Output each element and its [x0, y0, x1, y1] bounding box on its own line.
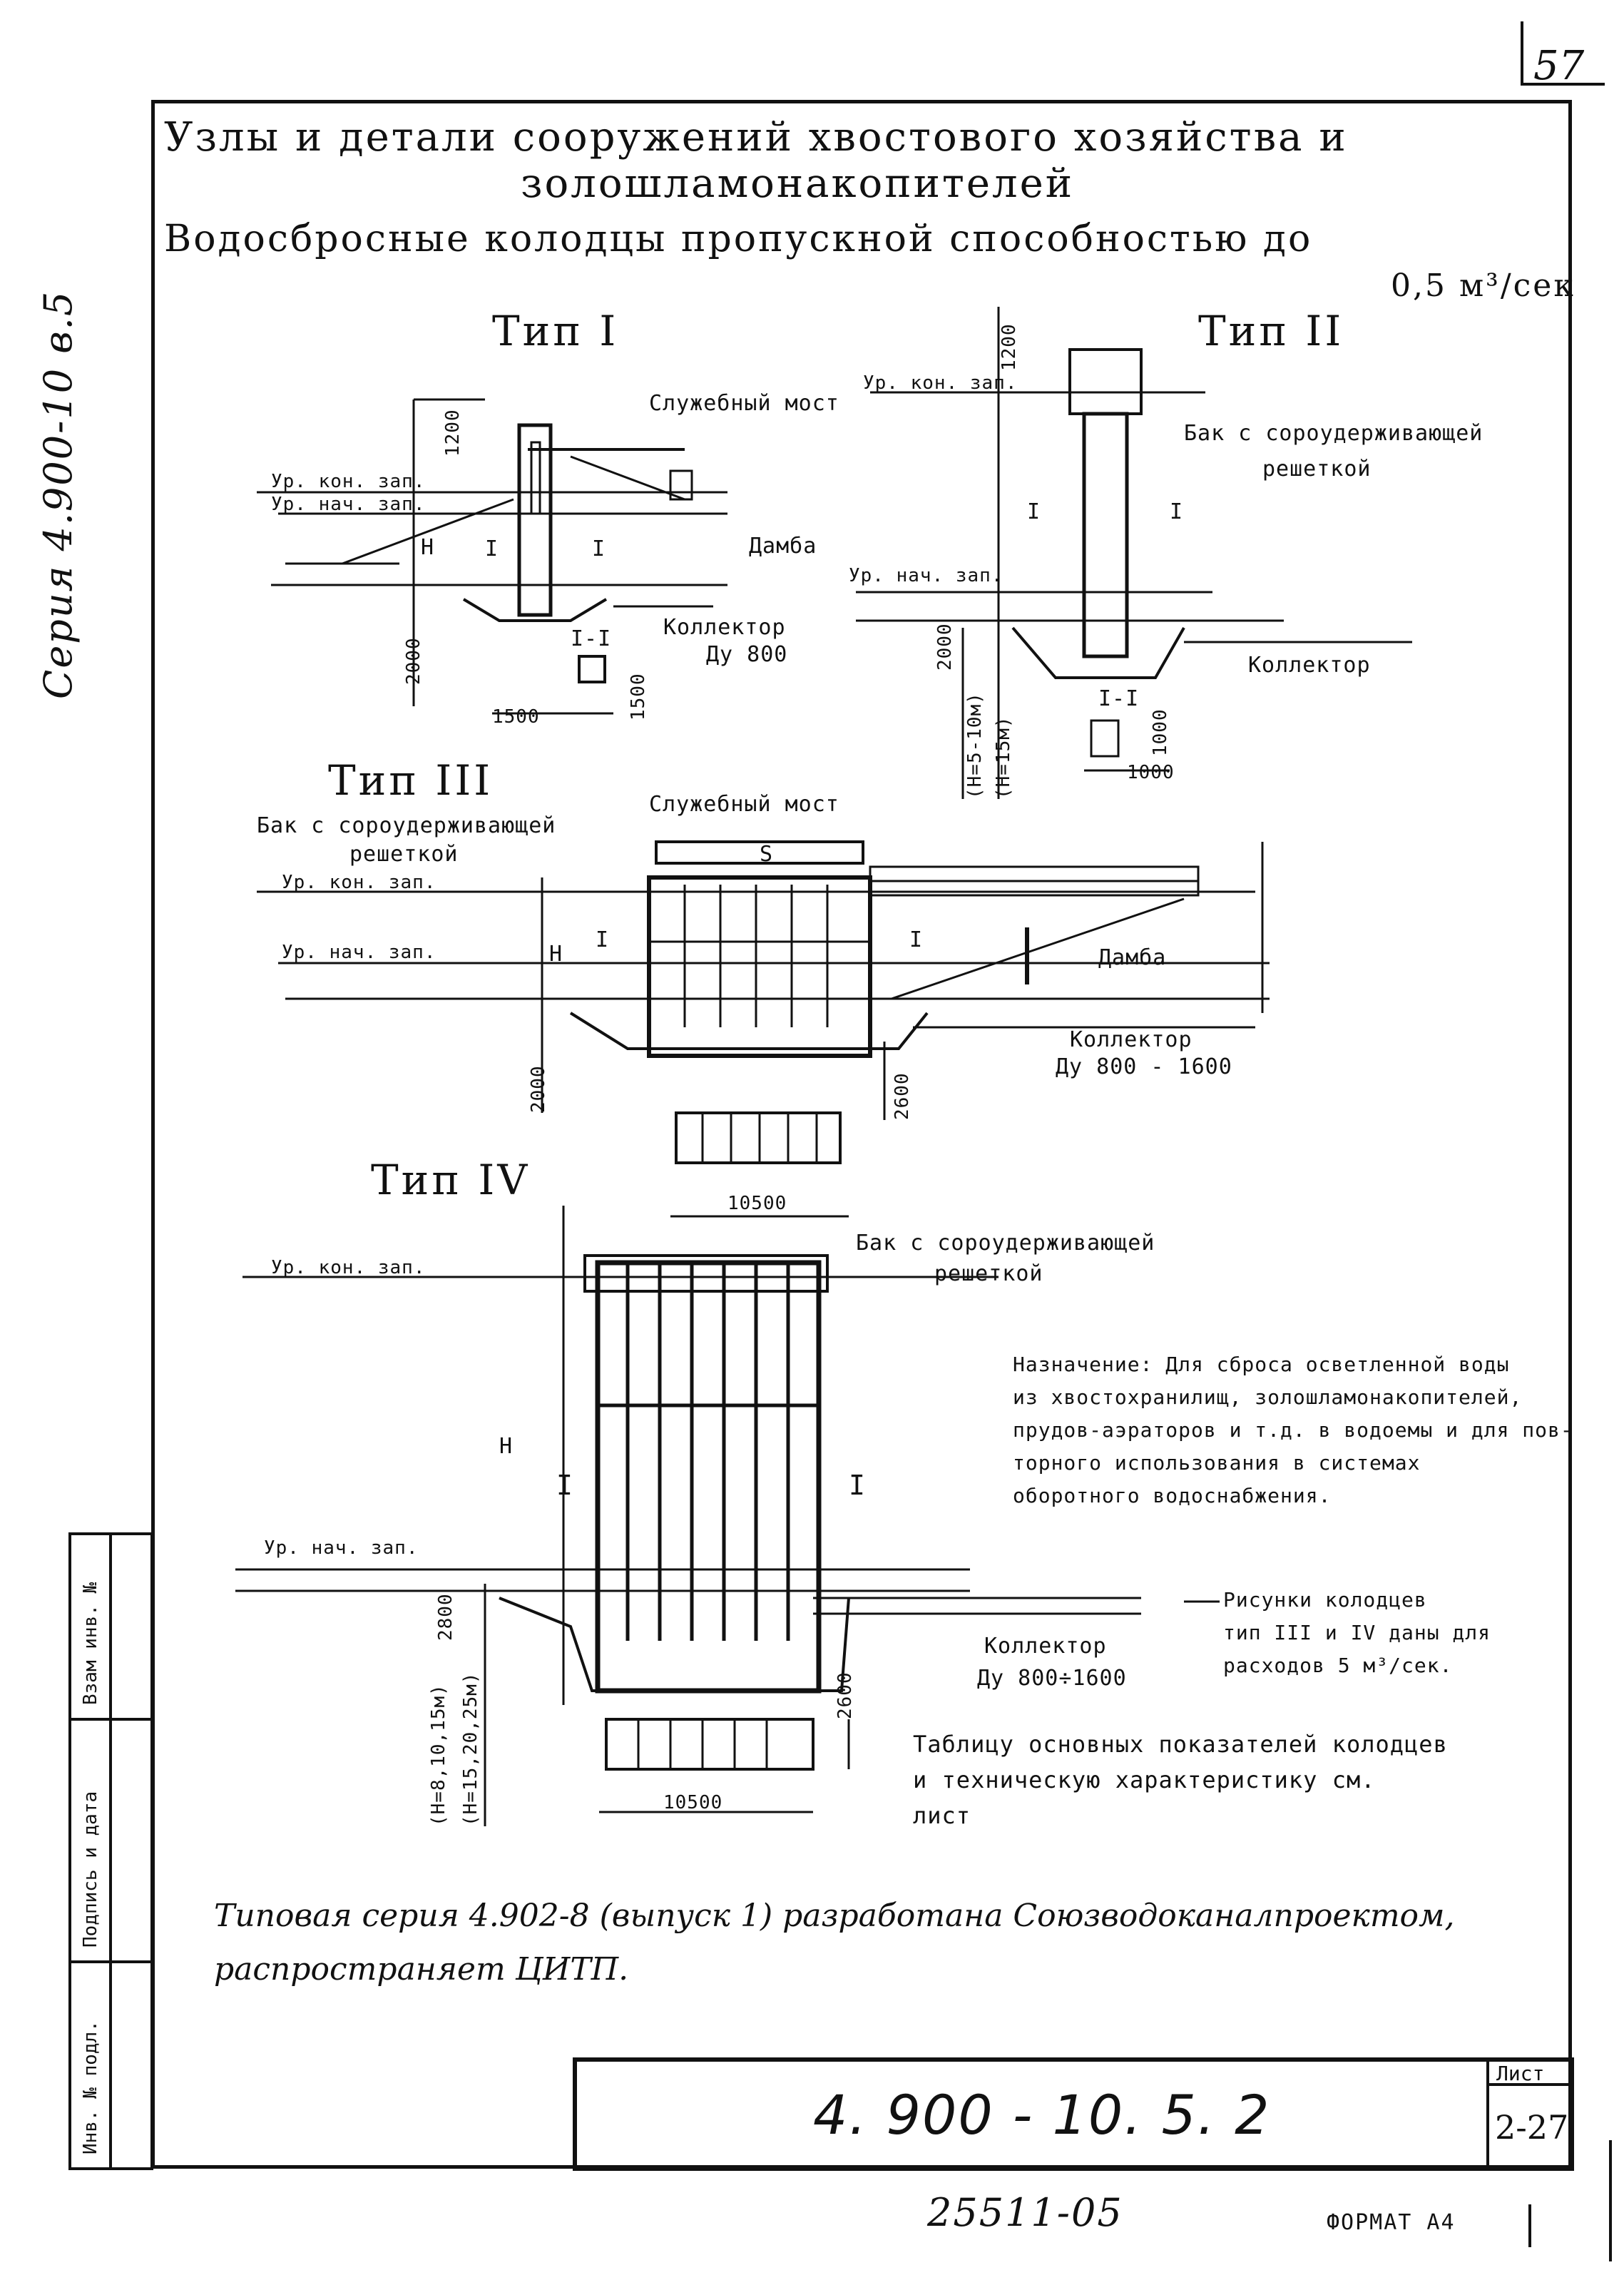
title-block-frame [573, 2057, 1574, 2171]
side-stamp-signature-date: Подпись и дата [80, 1791, 101, 1948]
type3-mark-s: S [760, 842, 774, 867]
archive-number: 25511-05 [927, 2190, 1123, 2235]
type3-grate-label: решеткой [349, 842, 459, 867]
type3-tank-label: Бак с сороудерживающей [257, 813, 556, 838]
type2-collector-label: Коллектор [1248, 653, 1371, 678]
type3-dim-10500: 10500 [727, 1193, 787, 1214]
type2-grate-label: решеткой [1262, 457, 1372, 482]
type1-section-label: I-I [571, 626, 612, 651]
type2-drawing [856, 307, 1412, 799]
type4-section-mark-left: I [556, 1470, 573, 1501]
type3-level-initial: Ур. нач. зап. [282, 942, 436, 963]
type3-dim-2000: 2000 [528, 1065, 549, 1113]
type2-dim-1200: 1200 [999, 323, 1020, 371]
type1-dim-1200: 1200 [442, 409, 464, 457]
type1-diameter-label: Ду 800 [706, 642, 788, 667]
type1-section-mark-right: I [592, 536, 606, 561]
type3-section-mark-left: I [596, 927, 610, 952]
type3-title: Тип III [328, 756, 494, 805]
sheet-capacity: 0,5 м³/сек [1391, 268, 1576, 304]
type1-dim-1500: 1500 [492, 706, 540, 728]
type2-level-final: Ур. кон. зап. [863, 372, 1018, 394]
type2-tank-label: Бак с сороудерживающей [1184, 421, 1483, 446]
purpose-line: из хвостохранилищ, золошламонакопителей, [1013, 1385, 1523, 1409]
type3-dam-label: Дамба [1098, 945, 1167, 970]
type3-dim-2600: 2600 [892, 1072, 913, 1120]
type2-dim-h2: (H=15м) [993, 716, 1014, 799]
series-info-line2: распространяет ЦИТП. [214, 1951, 629, 1988]
series-info-line1: Типовая серия 4.902-8 (выпуск 1) разрабо… [214, 1898, 1455, 1934]
purpose-line: оборотного водоснабжения. [1013, 1484, 1332, 1507]
drawings-line: Рисунки колодцев [1223, 1588, 1427, 1612]
type2-section-mark-left: I [1027, 499, 1041, 524]
type4-level-final: Ур. кон. зап. [271, 1257, 426, 1278]
purpose-line: Назначение: Для сброса осветленной воды [1013, 1353, 1510, 1376]
type1-dim-2000: 2000 [403, 637, 424, 685]
type1-collector-label: Коллектор [663, 615, 786, 640]
series-side-label: Серия 4.900-10 в.5 [36, 290, 81, 699]
drawings-note: Рисунки колодцев тип III и IV даны для р… [1223, 1584, 1491, 1682]
type1-level-initial: Ур. нач. зап. [271, 494, 426, 515]
format-label: ФОРМАТ А4 [1327, 2210, 1456, 2235]
type2-section-mark-right: I [1170, 499, 1184, 524]
type4-level-initial: Ур. нач. зап. [264, 1537, 419, 1559]
type2-title: Тип II [1198, 307, 1344, 355]
side-stamp-original-inv: Инв. № подл. [80, 2020, 101, 2154]
type2-section-label: I-I [1098, 686, 1140, 711]
type2-dim-2000: 2000 [934, 623, 956, 671]
sheet-label: Лист [1496, 2062, 1545, 2085]
type3-collector-label: Коллектор [1070, 1027, 1193, 1052]
type2-dim-1000: 1000 [1150, 708, 1171, 756]
type3-section-mark-right: I [909, 927, 924, 952]
drawing-code: 4. 900 - 10. 5. 2 [813, 2083, 1271, 2147]
sheet-title-line2: золошламонакопителей [521, 161, 1075, 207]
type3-h-mark: H [549, 942, 563, 967]
purpose-line: прудов-аэраторов и т.д. в водоемы и для … [1013, 1418, 1573, 1442]
type4-dim-2800: 2800 [435, 1593, 456, 1641]
type1-title: Тип I [492, 307, 619, 355]
type4-section-mark-right: I [849, 1470, 866, 1501]
type1-dim-1500b: 1500 [628, 673, 649, 721]
type2-dim-h1: (H=5-10м) [964, 692, 986, 799]
type4-collector-label: Коллектор [984, 1634, 1107, 1659]
drawings-line: тип III и IV даны для [1223, 1621, 1491, 1644]
table-ref-note: Таблицу основных показателей колодцев и … [913, 1726, 1448, 1833]
drawings-line: расходов 5 м³/сек. [1223, 1654, 1453, 1677]
side-stamp-frame [68, 1532, 153, 2170]
table-ref-line: Таблицу основных показателей колодцев [913, 1731, 1448, 1758]
sheet-title-line1: Узлы и детали сооружений хвостового хозя… [164, 114, 1348, 161]
type4-diameter-label: Ду 800÷1600 [977, 1666, 1127, 1691]
type1-dam-label: Дамба [749, 534, 817, 559]
sheet-value: 2-27 [1495, 2108, 1569, 2147]
type1-section-mark-left: I [485, 536, 499, 561]
type4-tank-label: Бак с сороудерживающей [856, 1231, 1155, 1256]
purpose-line: торного использования в системах [1013, 1451, 1421, 1475]
table-ref-line: лист [913, 1802, 971, 1829]
table-ref-line: и техническую характеристику см. [913, 1766, 1376, 1793]
type3-drawing [257, 840, 1270, 1218]
type2-dim-1000b: 1000 [1127, 762, 1175, 783]
type4-h-mark: H [499, 1434, 514, 1459]
type2-level-initial: Ур. нач. зап. [849, 565, 1003, 586]
sheet-subtitle: Водосбросные колодцы пропускной способно… [164, 218, 1313, 260]
type4-dim-2600: 2600 [834, 1671, 856, 1719]
type1-service-bridge-label: Служебный мост [649, 391, 839, 416]
type1-h-mark: H [421, 535, 435, 560]
type1-level-final: Ур. кон. зап. [271, 471, 426, 492]
side-stamp-replaced-inv: Взам инв. № [80, 1582, 101, 1705]
type4-dim-h1: (H=8,10,15м) [428, 1684, 449, 1826]
type3-service-bridge-label: Служебный мост [649, 792, 839, 817]
type4-drawing [235, 1206, 1220, 1826]
type4-title: Тип IV [371, 1156, 531, 1204]
type4-dim-h2: (H=15,20,25м) [460, 1671, 481, 1827]
type3-level-final: Ур. кон. зап. [282, 872, 436, 893]
purpose-note: Назначение: Для сброса осветленной воды … [1013, 1348, 1573, 1512]
type1-drawing [257, 398, 727, 715]
page-number: 57 [1533, 43, 1585, 89]
type3-diameter-label: Ду 800 - 1600 [1056, 1054, 1232, 1079]
type4-dim-10500: 10500 [663, 1792, 723, 1813]
type4-grate-label: решеткой [934, 1261, 1043, 1286]
